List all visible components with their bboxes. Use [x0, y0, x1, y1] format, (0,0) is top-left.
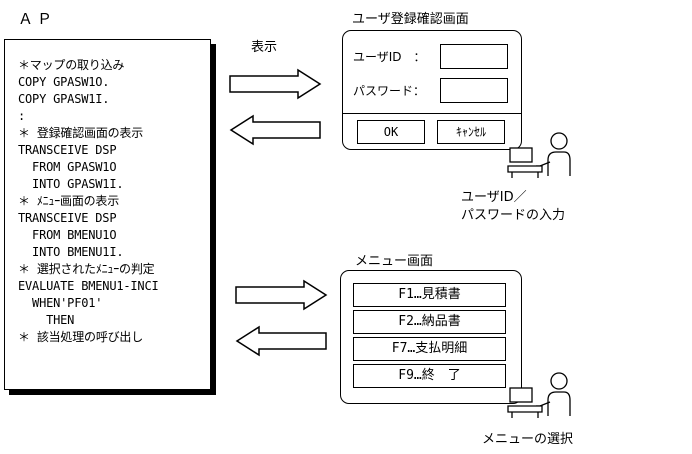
menu-caption: メニューの選択 [482, 432, 574, 447]
code-line: COPY GPASW1O. [18, 75, 110, 89]
left-arrow-top [229, 114, 321, 146]
code-line: ＊マップの取り込み [18, 58, 125, 72]
password-label: パスワード： [353, 84, 426, 98]
top-display-label: 表示 [251, 40, 278, 55]
user-id-label: ユーザID ： [353, 50, 426, 64]
login-screen-title: ユーザ登録確認画面 [352, 12, 469, 27]
code-line: ＊ 登録確認画面の表示 [18, 126, 144, 140]
user-at-desk-icon [507, 132, 571, 178]
cancel-button[interactable]: ｷｬﾝｾﾙ [437, 120, 505, 144]
code-line: FROM BMENU1O [18, 228, 117, 242]
code-line: INTO BMENU1I. [18, 245, 124, 259]
ap-program-box: ＊マップの取り込み COPY GPASW1O. COPY GPASW1I.: ＊ 登録… [4, 39, 211, 390]
code-line: ＊ ﾒﾆｭｰ画面の表示 [18, 194, 120, 208]
login-screen-panel: ユーザID ： パスワード： OK ｷｬﾝｾﾙ [342, 30, 522, 150]
code-line: ＊ 該当処理の呼び出し [18, 330, 144, 344]
code-line: : [18, 109, 26, 123]
code-line: ＊ 選択されたﾒﾆｭｰの判定 [18, 262, 155, 276]
code-line: EVALUATE BMENU1-INCI [18, 279, 159, 293]
right-arrow-bottom [235, 279, 328, 311]
menu-item-f9[interactable]: F9…終 了 [353, 364, 506, 388]
code-line: TRANSCEIVE DSP [18, 211, 117, 225]
code-line: WHEN'PF01' [18, 296, 103, 310]
ap-title: ＡＰ [18, 10, 57, 28]
menu-item-f7[interactable]: F7…支払明細 [353, 337, 506, 361]
user-id-input[interactable] [440, 44, 508, 69]
menu-item-f2[interactable]: F2…納品書 [353, 310, 506, 334]
button-divider [343, 113, 521, 114]
menu-screen-panel: F1…見積書 F2…納品書 F7…支払明細 F9…終 了 [340, 270, 522, 404]
ap-code-listing: ＊マップの取り込み COPY GPASW1O. COPY GPASW1I.: ＊ 登録… [18, 57, 159, 346]
login-caption-line1: ユーザID／ [461, 190, 527, 205]
menu-item-f1[interactable]: F1…見積書 [353, 283, 506, 307]
ok-button[interactable]: OK [357, 120, 425, 144]
code-line: FROM GPASW1O [18, 160, 117, 174]
password-input[interactable] [440, 78, 508, 103]
code-line: THEN [18, 313, 75, 327]
user-at-desk-icon [507, 372, 571, 418]
menu-screen-title: メニュー画面 [355, 254, 434, 269]
code-line: INTO GPASW1I. [18, 177, 124, 191]
login-caption-line2: パスワードの入力 [461, 208, 566, 223]
code-line: COPY GPASW1I. [18, 92, 110, 106]
left-arrow-bottom [235, 325, 327, 357]
code-line: TRANSCEIVE DSP [18, 143, 117, 157]
